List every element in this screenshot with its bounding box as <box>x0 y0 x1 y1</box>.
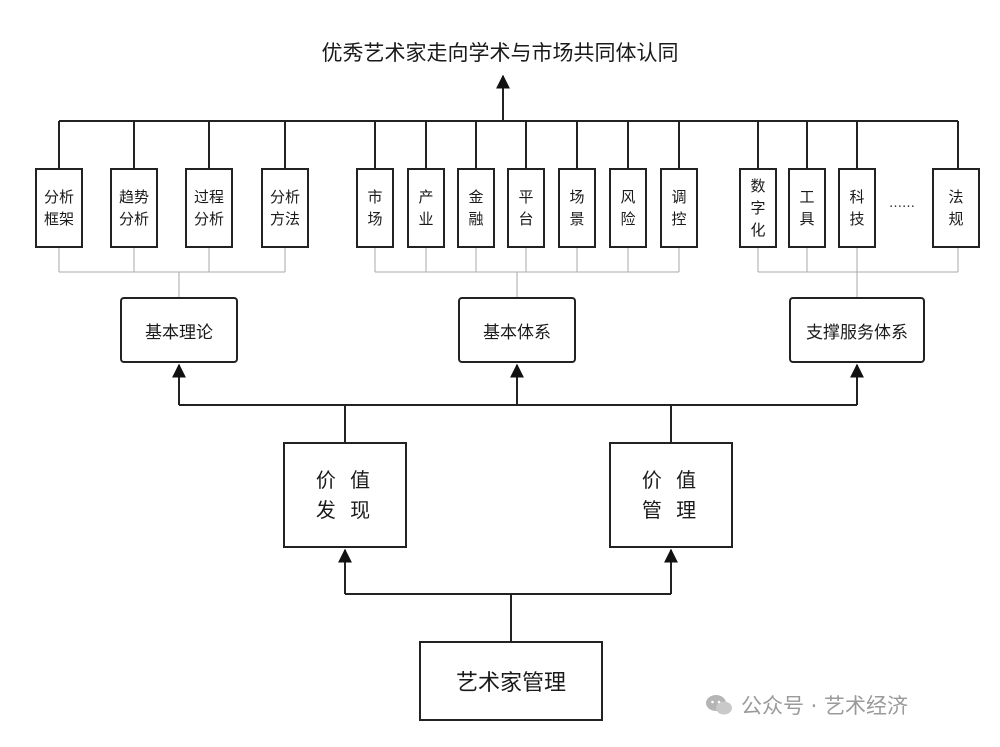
node-finance: 金 融 <box>457 168 495 248</box>
node-trend-analysis: 趋势 分析 <box>110 168 158 248</box>
node-market: 市 场 <box>356 168 394 248</box>
node-analysis-method: 分析 方法 <box>261 168 309 248</box>
node-process-analysis: 过程 分析 <box>185 168 233 248</box>
node-digitalization: 数 字 化 <box>739 168 777 248</box>
node-platform: 平 台 <box>507 168 545 248</box>
wechat-icon <box>706 695 732 715</box>
node-risk: 风 险 <box>609 168 647 248</box>
node-scene: 场 景 <box>558 168 596 248</box>
node-industry: 产 业 <box>407 168 445 248</box>
node-support-service-system: 支撑服务体系 <box>789 297 925 363</box>
diagram-title: 优秀艺术家走向学术与市场共同体认同 <box>321 41 679 65</box>
node-value-management: 价 值 管 理 <box>609 442 733 548</box>
node-laws: 法 规 <box>932 168 980 248</box>
node-basic-system: 基本体系 <box>458 297 576 363</box>
node-basic-theory: 基本理论 <box>120 297 238 363</box>
watermark-text: 公众号 · 艺术经济 <box>741 694 909 718</box>
node-regulation: 调 控 <box>660 168 698 248</box>
node-tools: 工 具 <box>788 168 826 248</box>
node-artist-management: 艺术家管理 <box>419 641 603 721</box>
watermark: 公众号 · 艺术经济 <box>705 690 908 720</box>
node-value-discovery: 价 值 发 现 <box>283 442 407 548</box>
ellipsis-more: …… <box>889 196 915 211</box>
node-technology: 科 技 <box>838 168 876 248</box>
node-analysis-framework: 分析 框架 <box>35 168 83 248</box>
